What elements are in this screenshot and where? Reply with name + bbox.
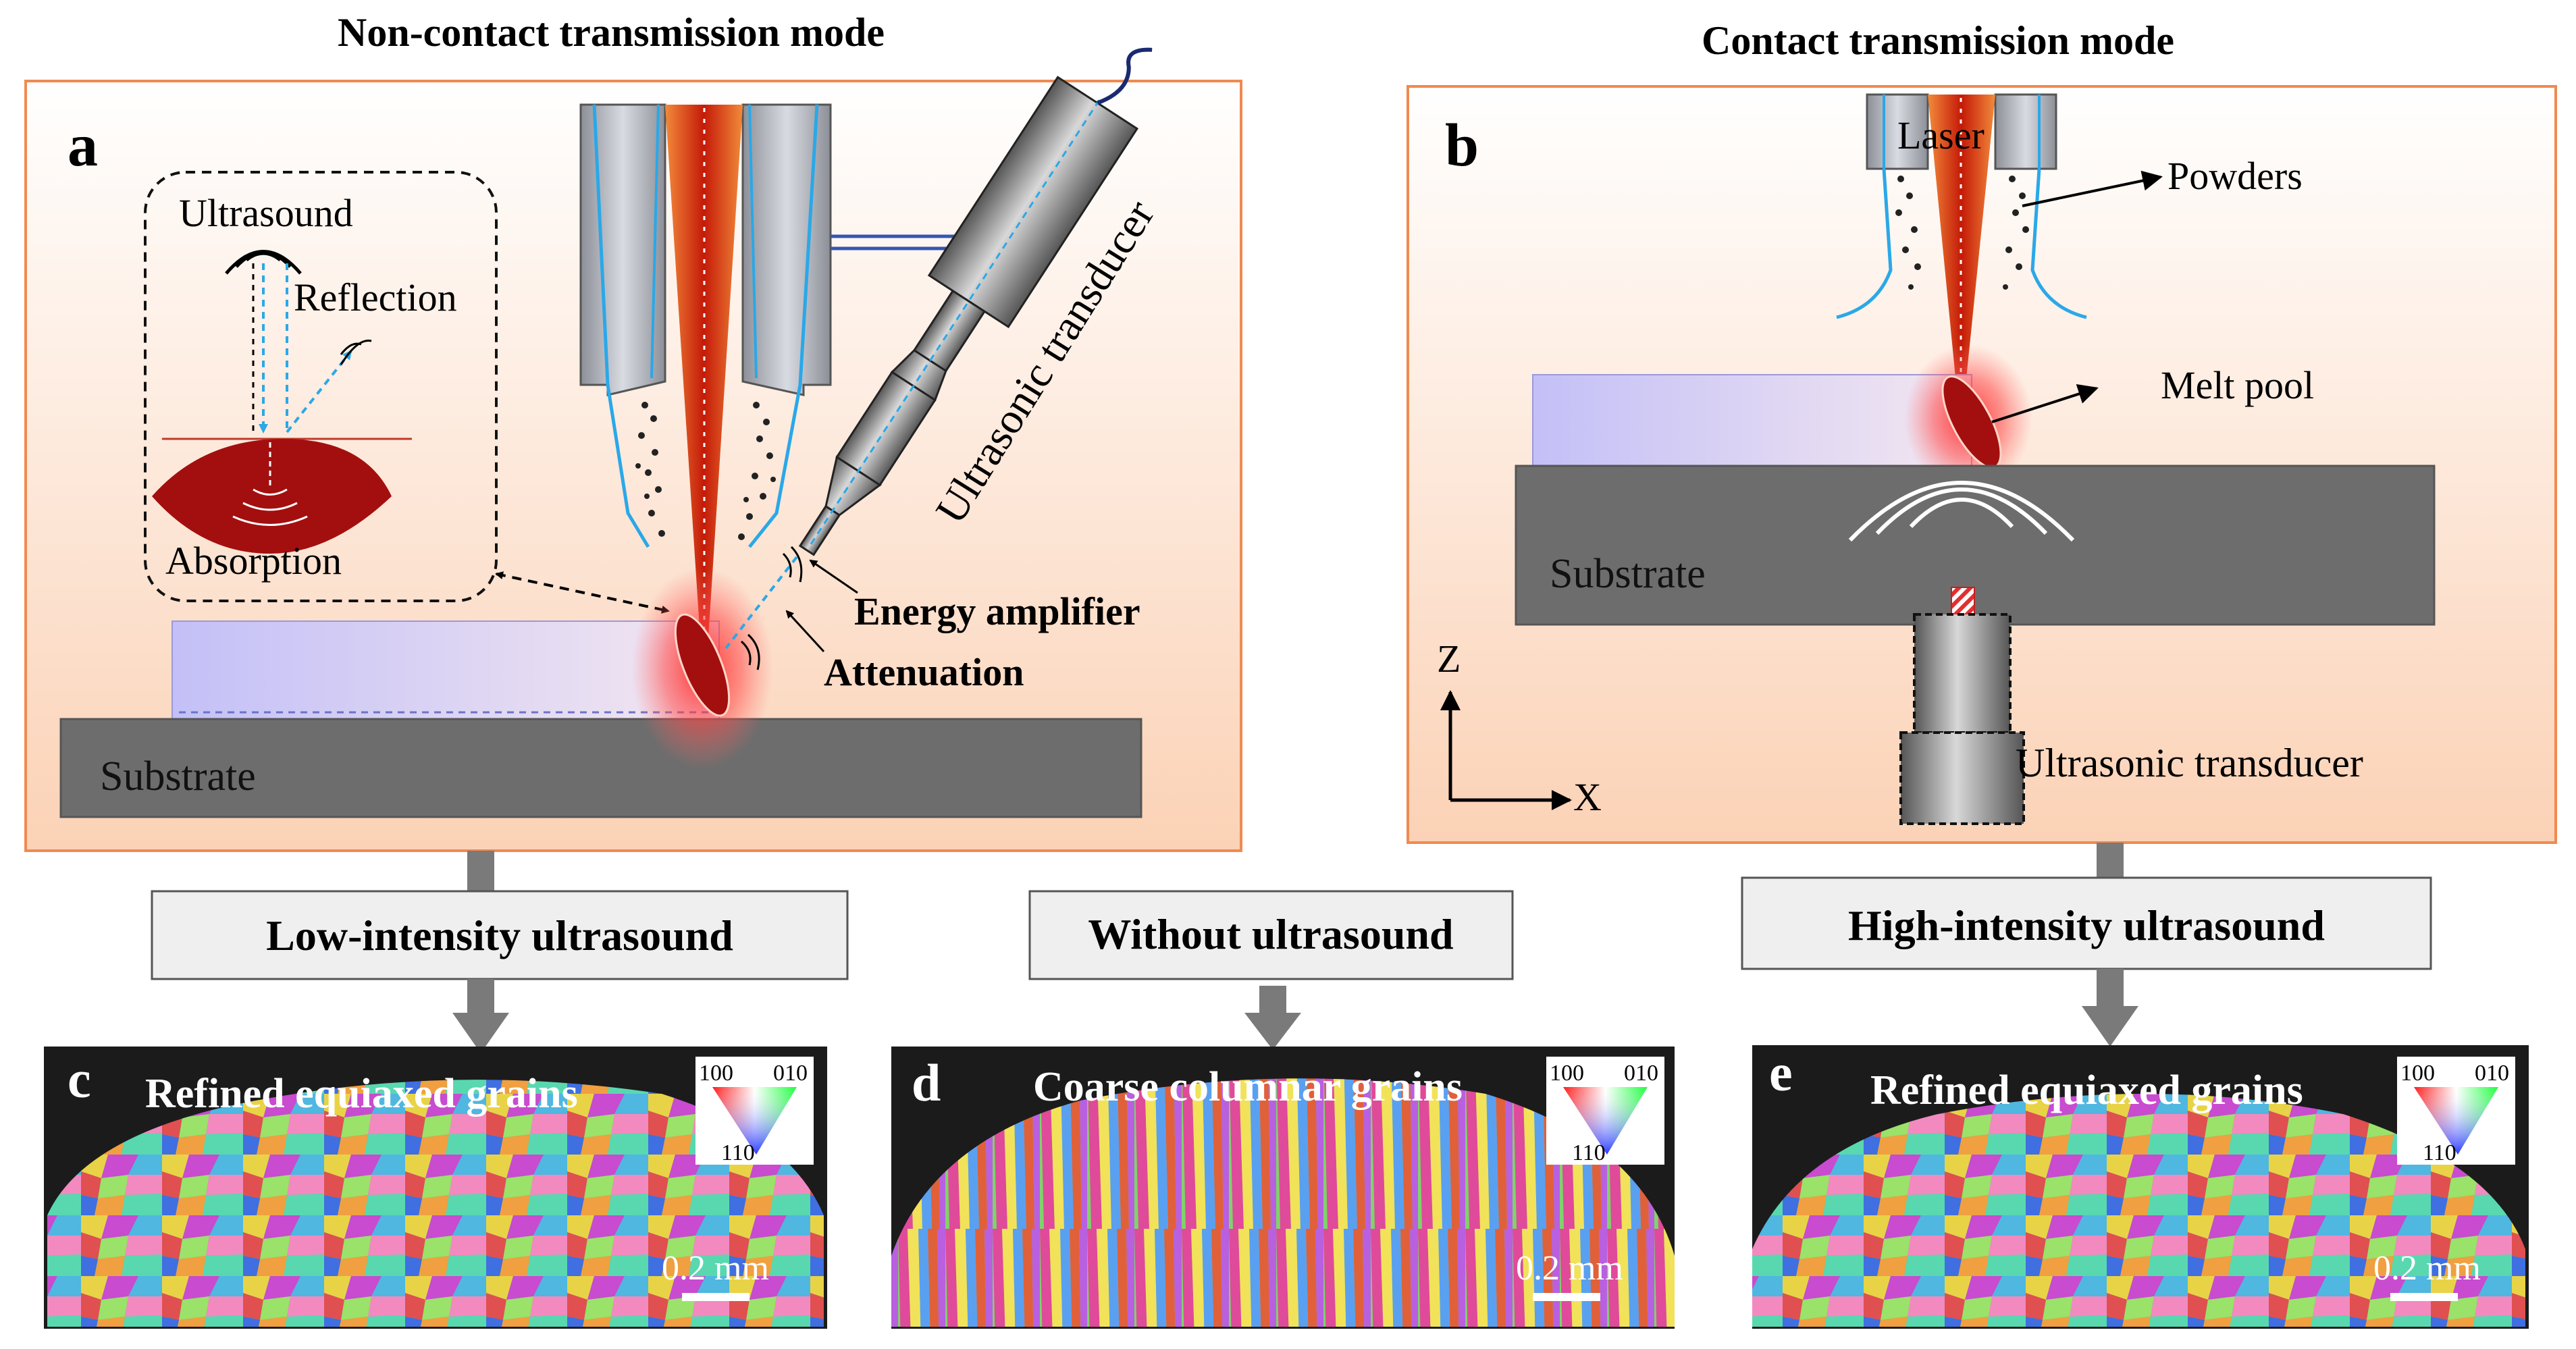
scale-d-bar [1533, 1293, 1600, 1301]
connector-b-stem [2097, 843, 2124, 878]
laser-label: Laser [1897, 113, 1984, 157]
arrow-high-head [2082, 1006, 2138, 1047]
powders-label: Powders [2167, 154, 2303, 198]
wave-arcs-b [1848, 481, 2075, 542]
nozzle-left-channel [592, 104, 650, 548]
ipf-e-100: 100 [2400, 1061, 2435, 1086]
box-high-intensity-label: High-intensity ultrasound [1848, 901, 2325, 949]
nozzle-b-left [1866, 93, 1929, 170]
micrograph-d-caption: Coarse columnar grains [1033, 1064, 1463, 1110]
substrate-b-label: Substrate [1550, 551, 1706, 597]
box-high-intensity [1741, 876, 2432, 970]
ipf-triangle-d-blue [1563, 1087, 1648, 1155]
nozzle-b-right [1994, 93, 2057, 170]
substrate-a-label: Substrate [100, 753, 256, 799]
arrow-without-stem [1259, 986, 1286, 1014]
scale-d-label: 0.2 mm [1516, 1249, 1623, 1288]
attenuation-label: Attenuation [824, 650, 1024, 694]
micrograph-d-letter: d [912, 1053, 941, 1112]
scale-c-label: 0.2 mm [662, 1249, 769, 1288]
scale-e-label: 0.2 mm [2373, 1249, 2481, 1288]
powders-arrow [2022, 170, 2163, 207]
axis-x-label: X [1573, 775, 1602, 819]
ipf-d-110: 110 [1572, 1140, 1606, 1165]
micrograph-c-grains [47, 1080, 824, 1327]
ipf-c-010: 010 [773, 1061, 808, 1086]
panel-b-letter: b [1445, 112, 1479, 179]
energy-amplifier-label: Energy amplifier [854, 589, 1140, 633]
ultrasonic-transducer-a [798, 47, 1153, 556]
micrograph-e: e Refined equiaxed grains 100 010 110 0.… [1752, 1043, 2529, 1329]
ipf-c-110: 110 [721, 1140, 755, 1165]
micrograph-c: c Refined equiaxed grains 100 010 110 0.… [44, 1047, 827, 1329]
nozzle-right-channel [748, 104, 819, 548]
powder-channel-b-left [1836, 168, 1893, 319]
arrow-without-head [1244, 1013, 1301, 1050]
ipf-c-100: 100 [699, 1061, 733, 1086]
box-without-label: Without ultrasound [1088, 910, 1453, 958]
melt-pool-label: Melt pool [2161, 363, 2314, 407]
nozzle-right-channel-inner [748, 104, 758, 379]
melt-pool-arrow [1991, 384, 2099, 423]
panel-b: b Laser Powders Melt pool Substrate [1407, 85, 2557, 844]
arrow-high-stem [2097, 969, 2124, 1006]
arrow-low-stem [467, 979, 494, 1013]
inset-absorption-label: Absorption [165, 539, 342, 583]
scale-e-bar [2390, 1293, 2458, 1301]
ipf-e-110: 110 [2423, 1140, 2456, 1165]
micrograph-c-letter: c [68, 1050, 91, 1109]
melt-pool-a [674, 613, 731, 717]
nozzle-right-wall [741, 103, 832, 396]
title-contact: Contact transmission mode [1702, 18, 2174, 63]
nozzle-left-channel-inner [650, 104, 660, 379]
inset-ultrasound-label: Ultrasound [179, 191, 353, 235]
box-low-intensity [151, 890, 849, 980]
box-without [1028, 890, 1514, 980]
transducer-b-label: Ultrasonic transducer [2016, 741, 2363, 785]
inset-reflection-ray [286, 350, 352, 433]
substrate-a [59, 718, 1142, 818]
axis-z-label: Z [1437, 637, 1461, 681]
micrograph-e-letter: e [1769, 1043, 1793, 1102]
inset-box [144, 171, 498, 602]
inset-link-arrow [495, 571, 670, 614]
inset-melt-pool [152, 439, 392, 554]
laser-beam-a [665, 105, 743, 648]
scale-c-bar [682, 1293, 750, 1301]
inset-reflect-wave-icon [340, 339, 372, 365]
powder-channel-b-right [2030, 168, 2087, 319]
ipf-d-100: 100 [1550, 1061, 1584, 1086]
ipf-triangle-e-blue [2414, 1087, 2498, 1155]
micrograph-d: d Coarse columnar grains 100 010 110 0.2… [891, 1047, 1675, 1329]
inset-absorb-wave-icon [232, 488, 308, 526]
panel-a: a Ultrasound Reflection Absorption [24, 47, 1242, 852]
deposited-block-b [1532, 374, 1972, 470]
title-non-contact: Non-contact transmission mode [338, 10, 885, 55]
attenuation-arrow [785, 610, 825, 653]
powder-stream-b [1895, 176, 2029, 290]
powder-stream-a [635, 402, 776, 540]
ipf-triangle-c-blue [712, 1087, 797, 1155]
arrow-low-head [452, 1013, 509, 1053]
micrograph-e-caption: Refined equiaxed grains [1870, 1067, 2303, 1113]
ipf-d-010: 010 [1624, 1061, 1658, 1086]
transducer-b-upper [1913, 613, 2012, 734]
panel-a-letter: a [68, 112, 98, 179]
wave-arcs-a [740, 546, 803, 670]
inset-emitter-icon [225, 250, 302, 275]
box-low-intensity-label: Low-intensity ultrasound [266, 911, 733, 959]
transducer-b-lower [1899, 731, 2025, 825]
energy-amplifier-arrow [809, 559, 858, 594]
inset-reflection-label: Reflection [294, 275, 457, 319]
connector-a-stem [467, 851, 494, 891]
micrograph-c-caption: Refined equiaxed grains [145, 1071, 578, 1117]
ipf-e-010: 010 [2475, 1061, 2509, 1086]
